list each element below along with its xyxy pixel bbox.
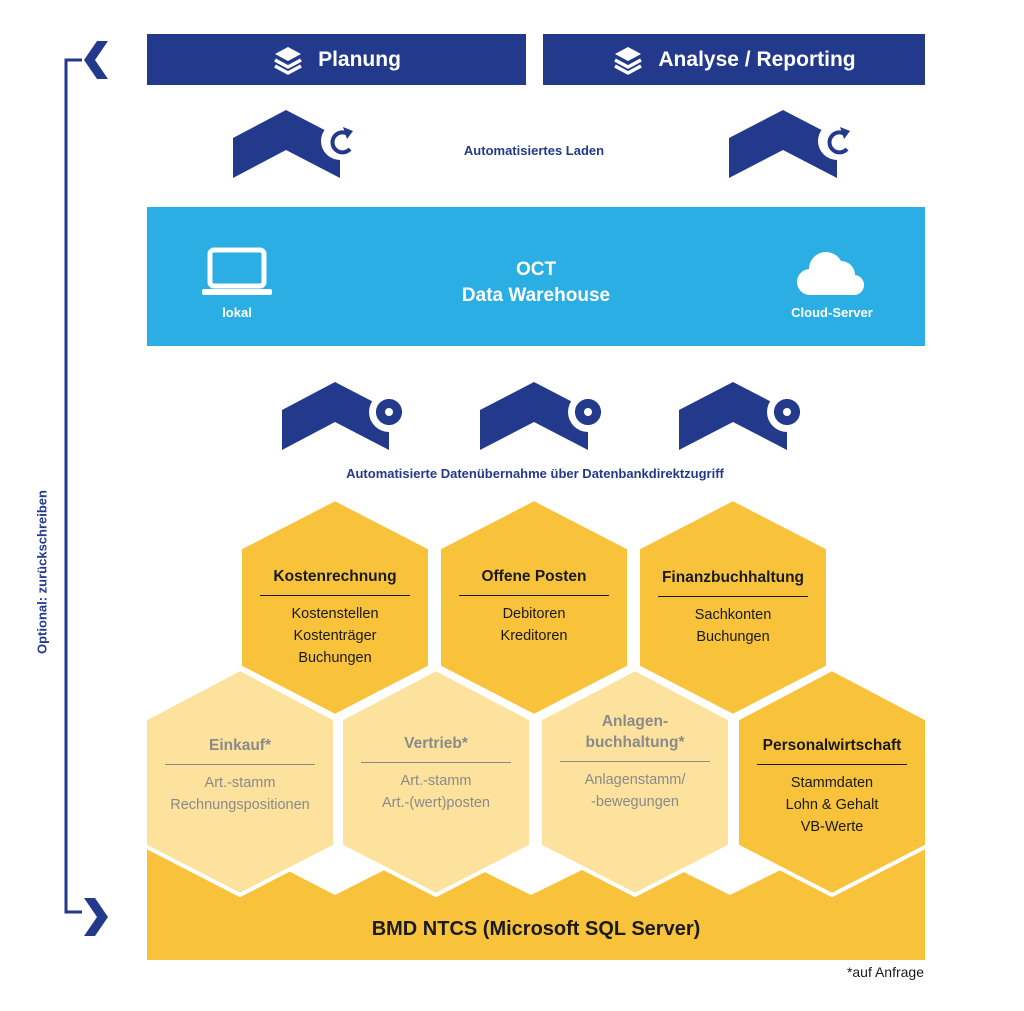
divider — [260, 595, 410, 596]
module-item: Sachkonten — [694, 607, 772, 623]
module-title: Einkauf* — [208, 737, 271, 754]
hex-anlagenbuchhaltung — [538, 666, 732, 898]
layers-icon — [274, 46, 302, 75]
planung-bar: Planung — [147, 34, 526, 85]
module-item: Kreditoren — [500, 628, 568, 644]
module-item: Kostenstellen — [291, 606, 379, 622]
module-title: Vertrieb* — [404, 735, 468, 752]
analyse-reporting-label: Analyse / Reporting — [658, 47, 856, 71]
hex-einkauf — [143, 666, 337, 898]
module-einkauf: Einkauf* Art.-stamm Rechnungspositionen — [150, 735, 330, 816]
gear-icon — [774, 399, 800, 425]
chevron-up-icon-1 — [282, 382, 409, 450]
divider — [165, 764, 315, 765]
cloud-icon — [796, 252, 865, 296]
gear-icon — [376, 399, 402, 425]
analyse-reporting-bar: Analyse / Reporting — [543, 34, 925, 85]
module-item: Lohn & Gehalt — [785, 797, 879, 813]
module-personalwirtschaft: Personalwirtschaft Stammdaten Lohn & Geh… — [742, 735, 922, 838]
module-title: Finanzbuchhaltung — [661, 569, 805, 586]
refresh-icon — [330, 127, 353, 155]
planung-label: Planung — [318, 47, 401, 71]
hex-finanzbuchhaltung — [636, 496, 830, 719]
module-title: Personalwirtschaft — [762, 737, 902, 754]
divider — [459, 595, 609, 596]
module-item: Stammdaten — [790, 775, 874, 791]
module-title: Kostenrechnung — [273, 568, 397, 585]
module-item: Art.-stamm — [400, 773, 472, 789]
module-offene-posten: Offene Posten Debitoren Kreditoren — [444, 566, 624, 647]
chevron-up-icon-right — [729, 110, 856, 178]
hex-vertrieb — [339, 666, 533, 898]
module-title-line1: Anlagen- — [601, 713, 669, 730]
cloud-server-label: Cloud-Server — [791, 305, 873, 320]
module-anlagenbuchhaltung: Anlagen- buchhaltung* Anlagenstamm/ -bew… — [545, 711, 725, 813]
divider — [560, 761, 710, 762]
module-item: Art.-stamm — [204, 775, 276, 791]
hex-kostenrechnung — [238, 496, 432, 719]
module-title: Offene Posten — [481, 568, 587, 585]
bmd-base-block — [147, 846, 925, 960]
divider — [658, 596, 808, 597]
module-item: VB-Werte — [800, 819, 864, 835]
warehouse-title-line1: OCT — [515, 259, 557, 280]
transfer-caption: Automatisierte Datenübernahme über Daten… — [346, 466, 724, 481]
module-kostenrechnung: Kostenrechnung Kostenstellen Kostenträge… — [245, 566, 425, 669]
module-finanzbuchhaltung: Finanzbuchhaltung Sachkonten Buchungen — [641, 567, 825, 648]
module-item: Art.-(wert)posten — [382, 795, 490, 811]
data-warehouse-block: lokal OCT Data Warehouse Cloud-Server — [147, 207, 925, 346]
warehouse-title: OCT Data Warehouse — [147, 257, 925, 309]
module-item: Buchungen — [298, 650, 372, 666]
layers-icon — [614, 46, 643, 75]
module-vertrieb: Vertrieb* Art.-stamm Art.-(wert)posten — [346, 733, 526, 814]
module-item: Anlagenstamm/ — [584, 772, 686, 788]
lokal-label: lokal — [222, 305, 252, 320]
hex-offene-posten — [437, 496, 631, 719]
refresh-icon — [827, 127, 850, 155]
module-item: Kostenträger — [293, 628, 377, 644]
bmd-base-label: BMD NTCS (Microsoft SQL Server) — [371, 918, 701, 940]
side-bracket — [64, 58, 82, 914]
module-item: Buchungen — [696, 629, 770, 645]
hex-personalwirtschaft — [735, 666, 929, 898]
chevron-up-icon-2 — [480, 382, 608, 450]
chevron-up-icon-left — [233, 110, 359, 178]
module-item: Rechnungspositionen — [170, 797, 310, 813]
chevron-right-icon — [84, 898, 108, 936]
module-item: -bewegungen — [591, 794, 679, 810]
divider — [757, 764, 907, 765]
divider — [361, 762, 511, 763]
side-label-text: Optional: zurückschreiben — [34, 490, 50, 654]
gear-icon — [575, 399, 601, 425]
footnote: *auf Anfrage — [846, 964, 924, 980]
laptop-icon — [202, 247, 272, 295]
module-title-line2: buchhaltung* — [585, 734, 685, 751]
module-item: Debitoren — [502, 606, 566, 622]
chevron-left-icon — [84, 41, 108, 79]
warehouse-title-line2: Data Warehouse — [461, 285, 611, 306]
loading-caption: Automatisiertes Laden — [463, 143, 605, 158]
